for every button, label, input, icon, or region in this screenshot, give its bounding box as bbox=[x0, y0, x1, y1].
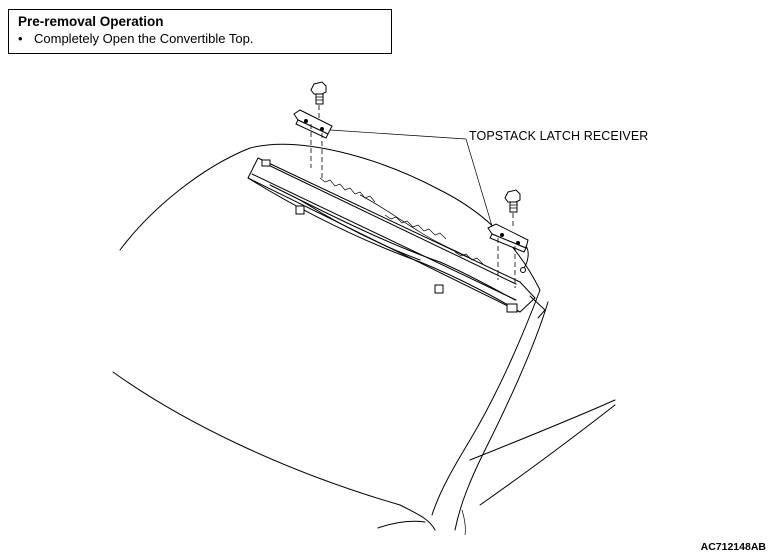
bolt-icon bbox=[310, 81, 327, 105]
latch-receiver-icon bbox=[293, 109, 333, 139]
callout-leader bbox=[329, 129, 493, 227]
callout-label: TOPSTACK LATCH RECEIVER bbox=[469, 129, 649, 143]
pre-removal-note: Pre-removal Operation • Completely Open t… bbox=[8, 9, 392, 54]
latch-receiver-icon bbox=[487, 223, 529, 273]
note-title: Pre-removal Operation bbox=[18, 14, 164, 29]
figure-id: AC712148AB bbox=[700, 541, 766, 553]
bolt-icon bbox=[504, 189, 521, 213]
note-item-text: Completely Open the Convertible Top. bbox=[34, 31, 254, 46]
note-item: • Completely Open the Convertible Top. bbox=[18, 30, 391, 47]
windshield-outline bbox=[112, 143, 616, 536]
header-rail bbox=[247, 157, 546, 319]
bullet-icon: • bbox=[18, 31, 23, 46]
